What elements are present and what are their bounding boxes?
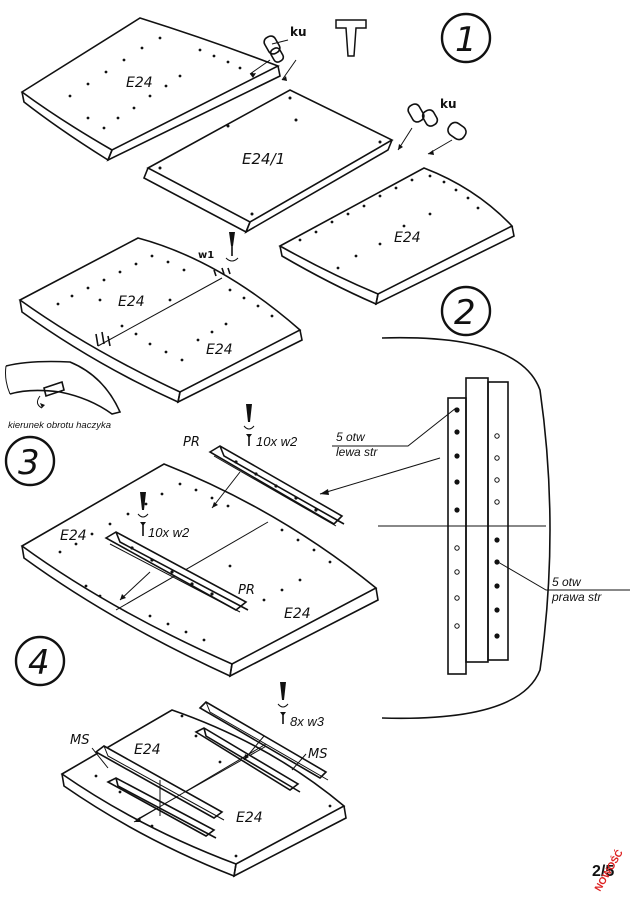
label-w1: w1 — [198, 250, 214, 261]
screw-icon-2 — [137, 492, 149, 536]
ms-strip-left — [94, 745, 225, 821]
ms-strip-right — [198, 700, 329, 781]
label-holes-left-1: 5 otw — [336, 430, 366, 444]
label-ms-1: MS — [70, 733, 89, 748]
panel-joined — [18, 237, 303, 404]
label-e24-c: E24 — [118, 294, 145, 310]
label-e24-1: E24/1 — [242, 150, 285, 168]
step-2: E24 E24 w1 kierunek obrotu haczyka 2 — [5, 232, 492, 431]
hook-fitting-icon — [95, 232, 239, 347]
dowel-icon — [263, 35, 285, 63]
step-3: E24 E24 PR PR — [4, 404, 379, 678]
hook-detail-sketch — [5, 360, 122, 415]
step-1: E24 ku E24/1 — [20, 12, 515, 306]
label-e24-h: E24 — [236, 810, 263, 826]
step-3-number: 3 — [18, 443, 40, 483]
label-e24-a: E24 — [126, 75, 153, 91]
dowel-icon-2 — [407, 103, 467, 141]
label-e24-f: E24 — [284, 606, 311, 622]
label-e24-d: E24 — [206, 342, 233, 358]
label-pr-1: PR — [183, 435, 200, 450]
rail-detail — [319, 336, 630, 720]
page-number: 2/5 — [592, 863, 614, 880]
label-e24-b: E24 — [394, 230, 421, 246]
panel-step3-top — [20, 463, 379, 678]
screw-icon — [243, 404, 255, 446]
step-2-number: 2 — [454, 293, 476, 333]
screw-icon-3 — [277, 682, 289, 724]
label-screw-mid: 10x w2 — [148, 525, 190, 540]
step-4-number: 4 — [28, 643, 50, 683]
panel-e24-right — [278, 167, 515, 306]
panel-e24-1 — [142, 89, 394, 234]
label-ms-2: MS — [308, 747, 327, 762]
step-3-badge: 3 — [4, 435, 56, 487]
label-holes-right-1: 5 otw — [552, 575, 582, 589]
step-1-number: 1 — [455, 20, 477, 60]
label-pr-2: PR — [238, 583, 255, 598]
step-2-badge: 2 — [440, 285, 492, 337]
label-ku-2: ku — [440, 97, 457, 111]
panel-step4-top — [60, 709, 347, 878]
step-4: E24 E24 MS MS 8x w3 — [14, 635, 347, 878]
label-hook-note: kierunek obrotu haczyka — [8, 420, 111, 431]
rail-pr-top — [208, 445, 345, 527]
label-e24-e: E24 — [60, 528, 87, 544]
step-1-badge: 1 — [440, 12, 492, 64]
label-holes-left-2: lewa str — [336, 445, 378, 459]
hammer-icon — [335, 19, 367, 57]
step-4-badge: 4 — [14, 635, 66, 687]
label-screw-top: 10x w2 — [256, 434, 298, 449]
panel-e24-left — [20, 17, 281, 162]
label-e24-g: E24 — [134, 742, 161, 758]
rail-pr-lower — [104, 531, 249, 613]
label-screw-bottom: 8x w3 — [290, 714, 325, 729]
label-holes-right-2: prawa str — [551, 590, 602, 604]
label-ku-1: ku — [290, 25, 307, 39]
